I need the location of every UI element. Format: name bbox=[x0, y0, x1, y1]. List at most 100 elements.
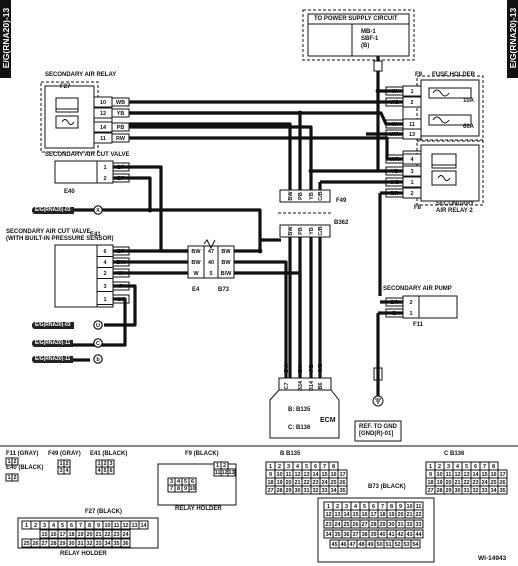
legend-e41-title: E41 (BLACK) bbox=[90, 451, 128, 457]
legend-b135-cell-label: 23 bbox=[312, 480, 318, 486]
legend-b135-cell-label: 10 bbox=[276, 472, 282, 478]
page-ref-u[interactable]: E/G(RNA20)-03 bbox=[32, 322, 74, 329]
legend-f27-cell bbox=[138, 520, 149, 530]
legend-f27-cell-label: 5 bbox=[61, 523, 64, 529]
legend-e40-cell bbox=[11, 473, 19, 482]
legend-f9-caption: RELAY HOLDER bbox=[175, 506, 222, 512]
e40-pin-number: 2 bbox=[103, 176, 106, 182]
legend-b73-cell-label: 6 bbox=[372, 504, 375, 510]
legend-b136-cell-label: 22 bbox=[463, 480, 469, 486]
legend-b73-cell-label: 48 bbox=[358, 542, 364, 548]
legend-f27-cell-label: 34 bbox=[104, 541, 111, 547]
e41-id: E41 bbox=[90, 232, 101, 238]
legend-b73-cell-label: 4 bbox=[354, 504, 358, 510]
legend-f27-cell-label: 10 bbox=[104, 523, 110, 529]
legend-b73-cell-label: 12 bbox=[325, 512, 331, 518]
f27-id: F27 bbox=[60, 84, 71, 90]
legend-b135-cell-label: 28 bbox=[276, 488, 282, 494]
legend-e41-cell-label: 6 bbox=[109, 468, 112, 474]
legend-b135-cell-label: 34 bbox=[330, 488, 337, 494]
e4-right-wire: BW bbox=[221, 249, 231, 255]
page-ref-mark: X bbox=[96, 208, 100, 214]
legend-b73-cell-label: 27 bbox=[361, 522, 367, 528]
legend-b136-cell-label: 32 bbox=[472, 488, 478, 494]
legend-b136-cell-label: 27 bbox=[427, 488, 433, 494]
legend-b135-title: B B135 bbox=[280, 451, 301, 457]
legend-b73-cell-label: 33 bbox=[415, 522, 421, 528]
legend-b136-cell-label: 15 bbox=[481, 472, 487, 478]
page-ref-c[interactable]: E/G(RNA20)-11 bbox=[32, 340, 74, 347]
legend-b73-cell-label: 43 bbox=[406, 532, 412, 538]
page-ref-x[interactable]: E/G(RNA20)-03 bbox=[32, 207, 74, 214]
f8-pin-number: 2 bbox=[410, 191, 413, 197]
legend-b136-cell-label: 33 bbox=[481, 488, 487, 494]
e41-pin-number: 6 bbox=[103, 249, 106, 255]
legend-b136-cell-label: 3 bbox=[447, 464, 450, 470]
b362-id: B362 bbox=[334, 220, 349, 226]
legend-f9-cell-label: 5 bbox=[184, 479, 187, 485]
ecm-pin-number: B34 bbox=[298, 380, 304, 391]
legend-b73-cell-label: 24 bbox=[334, 522, 341, 528]
legend-f27-cell-label: 28 bbox=[50, 541, 56, 547]
f27-pin-number: 14 bbox=[100, 125, 107, 131]
legend-b73-cell-label: 39 bbox=[370, 532, 376, 538]
legend-f11-cell-label: 1 bbox=[7, 459, 10, 465]
secondary-air-cut-valve bbox=[54, 160, 114, 184]
legend-b135-cell-label: 33 bbox=[321, 488, 327, 494]
legend-b135-cell-label: 9 bbox=[269, 472, 272, 478]
legend-b136-cell-label: 11 bbox=[446, 472, 452, 478]
e4-pin-number: 5 bbox=[209, 271, 212, 277]
legend-b135-cell-label: 18 bbox=[267, 480, 273, 486]
ecm-name: ECM bbox=[320, 417, 336, 424]
legend-b73-cell-label: 40 bbox=[379, 532, 385, 538]
legend-f27-cell-label: 22 bbox=[104, 532, 110, 538]
legend-f27-cell-label: 8 bbox=[88, 523, 91, 529]
legend-b136-cell-label: 23 bbox=[472, 480, 478, 486]
joint-wire-label: BW bbox=[288, 191, 294, 201]
legend-f27-cell-label: 30 bbox=[68, 541, 74, 547]
legend-b136-cell-label: 28 bbox=[436, 488, 442, 494]
legend-f27-cell-label: 24 bbox=[122, 532, 129, 538]
legend-b73-cell-label: 15 bbox=[352, 512, 358, 518]
legend-b135-cell-label: 30 bbox=[294, 488, 300, 494]
e4-pin-number: 40 bbox=[208, 260, 214, 266]
section-tab-right: E/G(RNA20)-13 bbox=[507, 0, 518, 78]
page-ref-mark: U bbox=[96, 323, 100, 329]
e4-left-wire: W bbox=[193, 271, 199, 277]
legend-f27-cell bbox=[120, 538, 131, 548]
legend-f49-cell bbox=[63, 466, 71, 475]
legend-f49-title: F49 (GRAY) bbox=[48, 451, 81, 457]
e4-left-wire: BW bbox=[191, 260, 201, 266]
secondary-air-relay-name: SECONDARY AIR RELAY bbox=[45, 72, 117, 78]
legend-b135-cell-label: 24 bbox=[321, 480, 328, 486]
legend-b73-cell-label: 38 bbox=[361, 532, 367, 538]
legend-b136-cell-label: 31 bbox=[463, 488, 469, 494]
f27-wire-label: RW bbox=[116, 136, 126, 142]
legend-b135-cell-label: 14 bbox=[312, 472, 319, 478]
legend-b136-title: C B136 bbox=[444, 451, 465, 457]
legend-f27-cell-label: 7 bbox=[79, 523, 82, 529]
legend-b135-cell-label: 5 bbox=[305, 464, 308, 470]
f8-pin-number: 4 bbox=[410, 157, 414, 163]
legend-b136-cell-label: 29 bbox=[445, 488, 451, 494]
legend-b73-cell-label: 28 bbox=[370, 522, 376, 528]
f27-pin-number: 10 bbox=[100, 100, 106, 106]
legend-b135-cell-label: 4 bbox=[296, 464, 300, 470]
legend-f27-cell-label: 12 bbox=[122, 523, 128, 529]
joint-wire-label: YB bbox=[309, 227, 315, 235]
secondary-air-pump bbox=[402, 295, 458, 319]
legend-b136-cell-label: 18 bbox=[427, 480, 433, 486]
legend-b73-cell-label: 44 bbox=[415, 532, 422, 538]
legend-f27-cell-label: 11 bbox=[114, 523, 120, 529]
legend-b73-cell bbox=[413, 529, 424, 539]
legend-b136-cell-label: 16 bbox=[490, 472, 496, 478]
page-ref-b[interactable]: E/G(RNA20)-11 bbox=[32, 356, 74, 363]
legend-b135-cell-label: 27 bbox=[267, 488, 273, 494]
legend-b135-cell-label: 11 bbox=[286, 472, 292, 478]
f27-wire-label: PB bbox=[117, 125, 125, 131]
legend-f49-cell-label: 1 bbox=[59, 461, 62, 467]
pump-name: SECONDARY AIR PUMP bbox=[383, 286, 452, 292]
legend-f27-cell-label: 31 bbox=[77, 541, 83, 547]
legend-b135-cell-label: 2 bbox=[278, 464, 281, 470]
